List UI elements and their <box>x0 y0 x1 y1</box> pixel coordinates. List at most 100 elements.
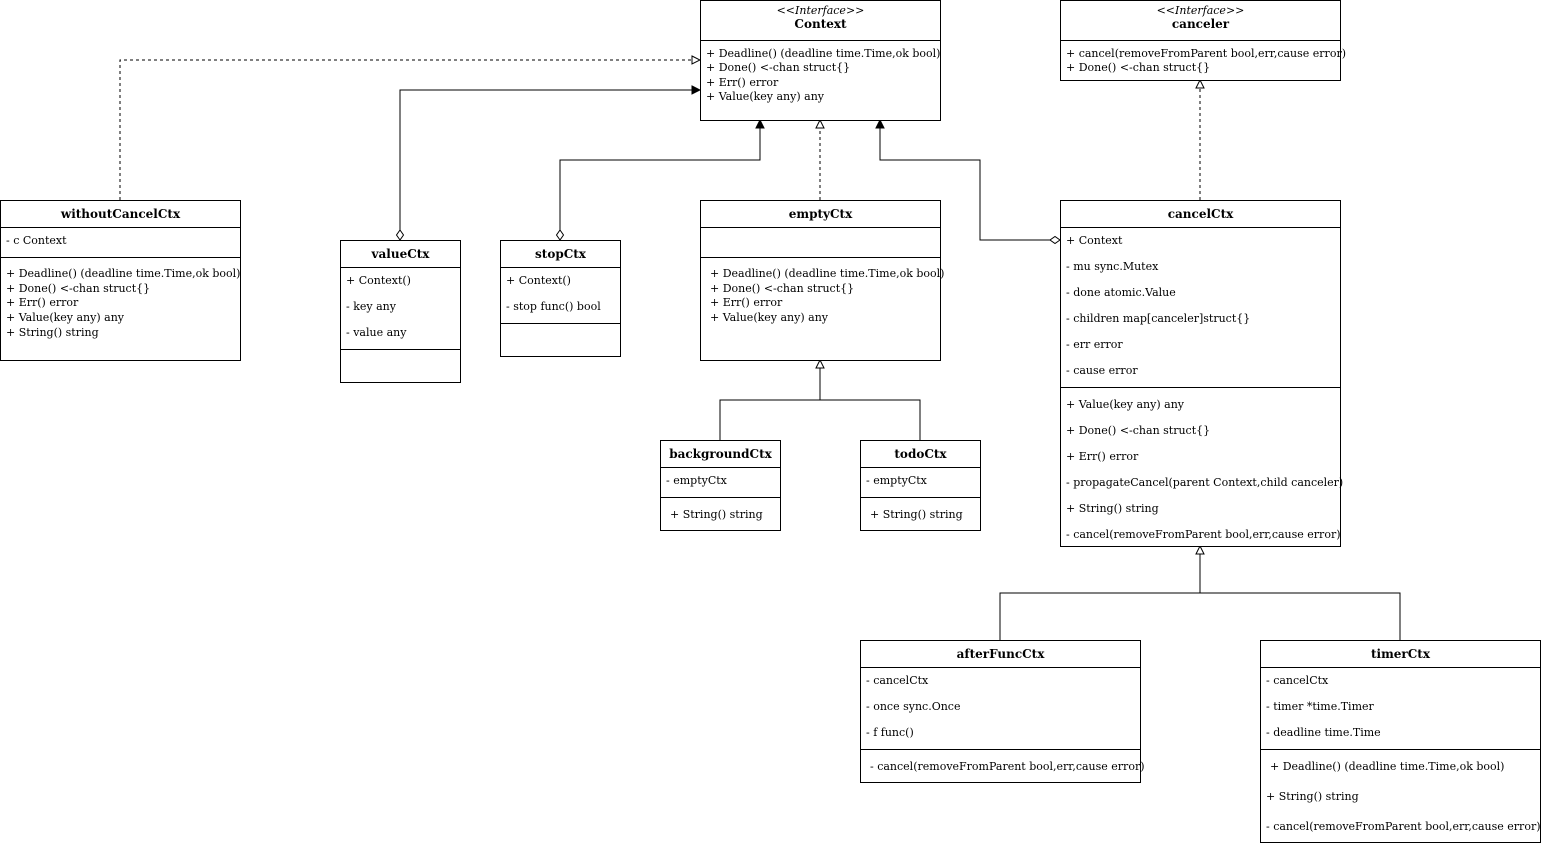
method-row: + Err() error <box>6 296 79 309</box>
class-withoutCancelCtx[interactable]: withoutCancelCtx - c Context + Deadline(… <box>0 200 241 361</box>
method-row: + Deadline() (deadline time.Time,ok bool… <box>710 267 945 280</box>
method-compartment: + String() string <box>661 498 780 531</box>
class-stopCtx[interactable]: stopCtx + Context() - stop func() bool <box>500 240 621 357</box>
method-row: - cancel(removeFromParent bool,err,cause… <box>1266 820 1541 833</box>
field-row: - timer *time.Timer <box>1266 700 1374 713</box>
class-valueCtx[interactable]: valueCtx + Context() - key any - value a… <box>340 240 461 383</box>
stereotype-label: <<Interface>> <box>1156 4 1245 17</box>
field-compartment: + Context - mu sync.Mutex - done atomic.… <box>1061 228 1340 388</box>
aggregation-cancelCtx-context <box>880 120 1060 240</box>
class-name: emptyCtx <box>788 207 853 221</box>
method-row: + Done() <-chan struct{} <box>710 282 855 295</box>
method-compartment: + cancel(removeFromParent bool,err,cause… <box>1061 41 1346 81</box>
field-row: - f func() <box>866 726 914 739</box>
method-row: + Deadline() (deadline time.Time,ok bool… <box>1270 760 1505 773</box>
field-row: - key any <box>346 300 396 313</box>
field-row: - value any <box>346 326 407 339</box>
method-row: + cancel(removeFromParent bool,err,cause… <box>1066 47 1346 60</box>
field-row: - stop func() bool <box>506 300 601 313</box>
field-row: - emptyCtx <box>666 474 727 487</box>
stereotype-label: <<Interface>> <box>776 4 865 17</box>
method-row: + String() string <box>1066 502 1159 515</box>
field-compartment: - emptyCtx <box>661 468 780 498</box>
generalization-afterFuncCtx-cancelCtx <box>999 546 1200 640</box>
method-row: + String() string <box>6 326 99 339</box>
generalization-backgroundCtx-emptyCtx <box>719 360 820 440</box>
field-compartment <box>701 228 940 258</box>
method-compartment: + Value(key any) any + Done() <-chan str… <box>1061 388 1344 547</box>
field-row: - cancelCtx <box>1266 674 1329 687</box>
method-row: + Err() error <box>1066 450 1139 463</box>
class-header: valueCtx <box>341 241 460 268</box>
method-compartment: + String() string <box>861 498 980 531</box>
generalization-todoCtx-emptyCtx <box>820 399 921 440</box>
class-backgroundCtx[interactable]: backgroundCtx - emptyCtx + String() stri… <box>660 440 781 531</box>
field-row: - deadline time.Time <box>1266 726 1381 739</box>
method-row: + String() string <box>870 508 963 521</box>
method-row: + Deadline() (deadline time.Time,ok bool… <box>706 47 941 60</box>
method-row: + Done() <-chan struct{} <box>1066 61 1211 74</box>
field-row: + Context() <box>506 274 571 287</box>
field-compartment: - c Context <box>1 228 240 258</box>
method-compartment: + Deadline() (deadline time.Time,ok bool… <box>1261 750 1541 843</box>
class-name: cancelCtx <box>1167 207 1234 221</box>
field-row: - once sync.Once <box>866 700 961 713</box>
class-name: timerCtx <box>1370 647 1430 661</box>
method-row: + Err() error <box>710 296 783 309</box>
class-header: cancelCtx <box>1061 201 1340 228</box>
class-header: <<Interface>> canceler <box>1061 1 1340 41</box>
method-row: + Done() <-chan struct{} <box>706 61 851 74</box>
class-name: valueCtx <box>371 247 430 261</box>
field-compartment: + Context() - key any - value any <box>341 268 460 350</box>
field-row: - emptyCtx <box>866 474 927 487</box>
method-row: + Value(key any) any <box>710 311 828 324</box>
method-compartment: + Deadline() (deadline time.Time,ok bool… <box>701 41 940 121</box>
field-row: + Context() <box>346 274 411 287</box>
class-name: canceler <box>1171 17 1230 31</box>
method-row: + Value(key any) any <box>706 90 824 103</box>
aggregation-stopCtx-context <box>560 120 760 240</box>
method-compartment <box>501 324 620 357</box>
class-header: withoutCancelCtx <box>1 201 240 228</box>
class-afterFuncCtx[interactable]: afterFuncCtx - cancelCtx - once sync.Onc… <box>860 640 1145 783</box>
class-name: stopCtx <box>535 247 586 261</box>
class-header: timerCtx <box>1261 641 1540 668</box>
field-row: - mu sync.Mutex <box>1066 260 1159 273</box>
class-cancelCtx[interactable]: cancelCtx + Context - mu sync.Mutex - do… <box>1060 200 1344 547</box>
method-row: + Err() error <box>706 76 779 89</box>
field-compartment: - cancelCtx - once sync.Once - f func() <box>861 668 1140 750</box>
method-row: + String() string <box>670 508 763 521</box>
field-row: - cancelCtx <box>866 674 929 687</box>
class-emptyCtx[interactable]: emptyCtx + Deadline() (deadline time.Tim… <box>700 200 944 361</box>
method-row: + Value(key any) any <box>1066 398 1184 411</box>
method-row: + Value(key any) any <box>6 311 124 324</box>
class-header: afterFuncCtx <box>861 641 1140 668</box>
class-name: Context <box>794 17 847 31</box>
field-row: - err error <box>1066 338 1123 351</box>
class-canceler[interactable]: <<Interface>> canceler + cancel(removeFr… <box>1060 0 1346 81</box>
method-row: + Deadline() (deadline time.Time,ok bool… <box>6 267 241 280</box>
class-header: <<Interface>> Context <box>701 1 940 41</box>
method-compartment: + Deadline() (deadline time.Time,ok bool… <box>701 258 944 361</box>
field-compartment: + Context() - stop func() bool <box>501 268 620 324</box>
method-compartment: + Deadline() (deadline time.Time,ok bool… <box>1 258 240 361</box>
class-header: stopCtx <box>501 241 620 268</box>
class-header: backgroundCtx <box>661 441 780 468</box>
field-row: - children map[canceler]struct{} <box>1066 312 1251 325</box>
class-name: afterFuncCtx <box>956 647 1045 661</box>
class-name: todoCtx <box>894 447 947 461</box>
method-row: - propagateCancel(parent Context,child c… <box>1066 476 1344 489</box>
method-row: - cancel(removeFromParent bool,err,cause… <box>870 760 1145 773</box>
class-header: emptyCtx <box>701 201 940 228</box>
class-timerCtx[interactable]: timerCtx - cancelCtx - timer *time.Timer… <box>1260 640 1541 843</box>
method-row: - cancel(removeFromParent bool,err,cause… <box>1066 528 1341 541</box>
field-compartment: - emptyCtx <box>861 468 980 498</box>
class-todoCtx[interactable]: todoCtx - emptyCtx + String() string <box>860 440 981 531</box>
method-row: + String() string <box>1266 790 1359 803</box>
realization-withoutCancelCtx-context <box>119 60 700 200</box>
class-context[interactable]: <<Interface>> Context + Deadline() (dead… <box>700 0 941 121</box>
class-header: todoCtx <box>861 441 980 468</box>
method-row: + Done() <-chan struct{} <box>6 282 151 295</box>
method-compartment: - cancel(removeFromParent bool,err,cause… <box>861 750 1145 783</box>
